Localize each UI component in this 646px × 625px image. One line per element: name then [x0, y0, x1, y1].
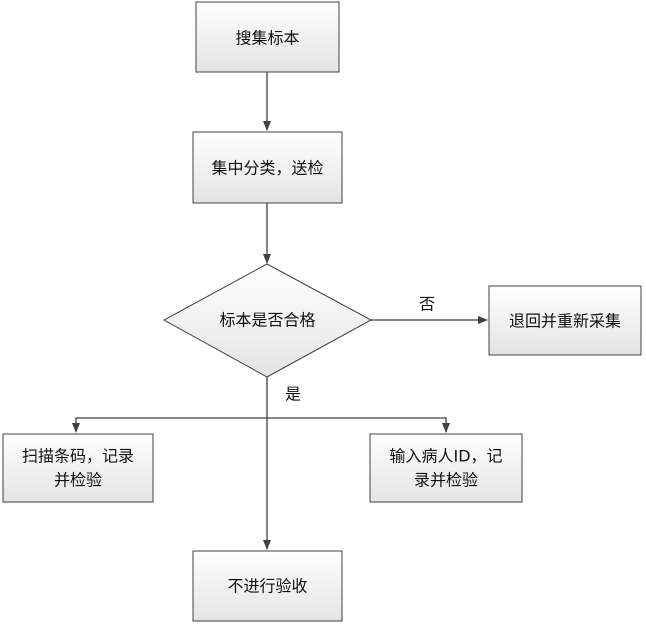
node-decision: 标本是否合格	[162, 263, 373, 378]
node-reject: 退回并重新采集	[488, 285, 642, 356]
label-scan-line1: 扫描条码，记录	[22, 447, 134, 466]
box-input	[369, 433, 523, 503]
edge-label-no: 否	[419, 295, 435, 314]
box-collect	[195, 1, 340, 73]
label-input-line2: 录并检验	[414, 471, 478, 490]
label-collect: 搜集标本	[235, 29, 299, 48]
node-no-accept: 不进行验收	[192, 550, 343, 622]
node-scan: 扫描条码，记录 并检验	[2, 433, 154, 503]
label-reject: 退回并重新采集	[509, 312, 621, 331]
arrow-branch-to-scan	[72, 417, 267, 433]
node-input: 输入病人ID，记 录并检验	[369, 433, 523, 503]
node-classify: 集中分类，送检	[192, 131, 343, 204]
node-collect: 搜集标本	[195, 1, 340, 73]
diamond-decision	[162, 263, 373, 378]
box-no-accept	[192, 550, 343, 622]
label-classify: 集中分类，送检	[211, 159, 323, 178]
label-decision: 标本是否合格	[219, 311, 315, 330]
box-scan	[2, 433, 154, 503]
label-scan-line2: 并检验	[54, 471, 102, 490]
edge-label-yes: 是	[285, 385, 301, 404]
box-classify	[192, 131, 343, 204]
box-reject	[488, 285, 642, 356]
connectors	[72, 72, 488, 550]
label-input-line1: 输入病人ID，记	[389, 447, 502, 466]
label-no-accept: 不进行验收	[227, 577, 307, 596]
arrow-branch-to-input	[267, 417, 450, 433]
